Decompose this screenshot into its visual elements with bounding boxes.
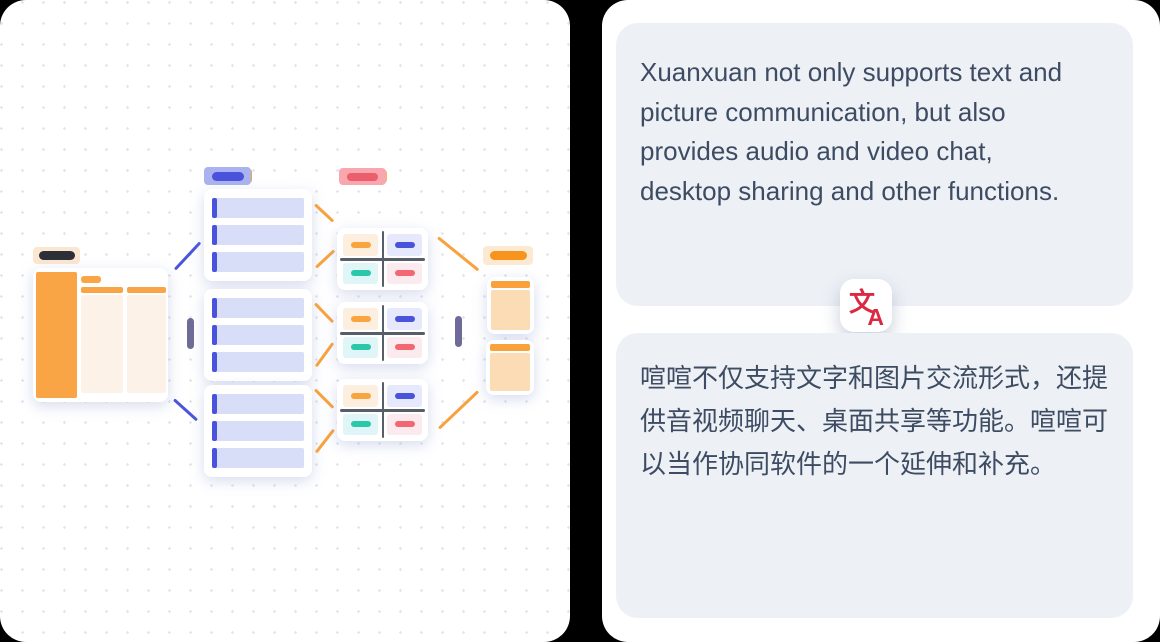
list-row: [212, 352, 304, 372]
cell-pill: [394, 241, 415, 248]
row-accent-bar: [212, 448, 217, 468]
quadrant-cell-red: [387, 413, 422, 435]
blue-label-badge: [204, 167, 251, 185]
cell-pill: [350, 421, 371, 428]
list-row: [212, 448, 304, 468]
list-row: [212, 198, 304, 218]
list-row: [212, 394, 304, 414]
purple-dash-left: [187, 318, 194, 349]
dark-label-pill: [38, 251, 75, 260]
quadrant-cell-blue: [387, 234, 422, 256]
row-accent-bar: [212, 225, 217, 245]
cell-pill: [394, 344, 415, 351]
cell-pill: [350, 270, 371, 277]
purple-dash-right: [455, 316, 462, 347]
quadrant-cell-orange: [343, 308, 378, 330]
list-row: [212, 225, 304, 245]
connector-line-orange: [313, 388, 335, 409]
workspace-column-2: [127, 287, 166, 393]
connector-line-orange: [313, 203, 335, 223]
connector-line-orange: [314, 342, 335, 368]
quadrant-card-2: [337, 302, 428, 364]
translate-icon-cjk-glyph: 文: [849, 288, 876, 318]
quadrant-cell-red: [387, 262, 422, 284]
blue-label-pill: [211, 171, 244, 181]
doc-card-2: [486, 340, 534, 395]
list-card-3: [204, 385, 312, 477]
doc-header-bar: [491, 281, 530, 288]
text-panel: Xuanxuan not only supports text and pict…: [602, 0, 1160, 642]
red-label-pill: [347, 172, 378, 181]
row-accent-bar: [212, 352, 217, 372]
quadrant-cell-teal: [343, 413, 378, 435]
connector-line-orange: [313, 302, 335, 324]
cell-pill: [394, 421, 415, 428]
list-card-1: [204, 189, 312, 281]
connector-line-orange: [314, 249, 336, 269]
list-row: [212, 421, 304, 441]
doc-body: [491, 290, 530, 330]
row-accent-bar: [212, 252, 217, 272]
list-card-2: [204, 289, 312, 381]
cell-pill: [394, 392, 415, 399]
cell-pill: [350, 315, 371, 322]
list-row: [212, 298, 304, 318]
quadrant-cell-orange: [343, 234, 378, 256]
connector-line-orange-right-bottom: [437, 390, 480, 430]
quadrant-cells: [343, 234, 422, 284]
illustration-panel: [0, 0, 570, 642]
workspace-column-1: [81, 287, 123, 393]
english-text: Xuanxuan not only supports text and pict…: [640, 57, 1063, 206]
row-accent-bar: [212, 421, 217, 441]
quadrant-vertical-line: [381, 382, 384, 438]
column-body: [127, 295, 166, 393]
connector-line-blue-top: [173, 241, 202, 271]
list-row: [212, 252, 304, 272]
cell-pill: [350, 241, 371, 248]
doc-card-1: [487, 277, 534, 334]
cell-pill: [394, 315, 415, 322]
connector-line-orange-right-top: [437, 236, 480, 272]
quadrant-cell-red: [387, 336, 422, 358]
chinese-text: 喧喧不仅支持文字和图片交流形式，还提供音视频聊天、桌面共享等功能。喧喧可以当作协…: [640, 363, 1109, 479]
workspace-mini-pill: [81, 276, 101, 283]
quadrant-cell-blue: [387, 308, 422, 330]
chinese-text-card: 喧喧不仅支持文字和图片交流形式，还提供音视频聊天、桌面共享等功能。喧喧可以当作协…: [616, 333, 1133, 618]
translate-icon: 文 A: [840, 279, 892, 332]
dark-label-badge: [33, 247, 80, 264]
connector-line-blue-bottom: [172, 398, 199, 422]
column-body: [81, 295, 123, 393]
english-text-card: Xuanxuan not only supports text and pict…: [616, 23, 1133, 306]
quadrant-vertical-line: [381, 231, 384, 287]
quadrant-cells: [343, 308, 422, 358]
doc-body: [490, 353, 530, 391]
workspace-card: [33, 268, 168, 402]
doc-header-bar: [490, 344, 530, 351]
red-label-badge: [339, 168, 386, 185]
translate-icon-latin-glyph: A: [867, 304, 884, 330]
quadrant-cells: [343, 385, 422, 435]
row-accent-bar: [212, 394, 217, 414]
row-accent-bar: [212, 198, 217, 218]
column-header-bar: [81, 287, 123, 293]
column-header-bar: [127, 287, 166, 293]
cell-pill: [394, 270, 415, 277]
quadrant-vertical-line: [381, 305, 384, 361]
quadrant-card-3: [337, 379, 428, 441]
workspace-sidebar-bar: [36, 272, 77, 398]
row-accent-bar: [212, 298, 217, 318]
cell-pill: [350, 344, 371, 351]
orange-label-pill: [489, 251, 527, 260]
quadrant-cell-orange: [343, 385, 378, 407]
list-row: [212, 325, 304, 345]
quadrant-card-1: [337, 228, 428, 290]
cell-pill: [350, 392, 371, 399]
quadrant-cell-teal: [343, 336, 378, 358]
quadrant-cell-blue: [387, 385, 422, 407]
row-accent-bar: [212, 325, 217, 345]
connector-line-orange: [314, 428, 336, 454]
quadrant-cell-teal: [343, 262, 378, 284]
orange-label-badge: [483, 246, 533, 265]
